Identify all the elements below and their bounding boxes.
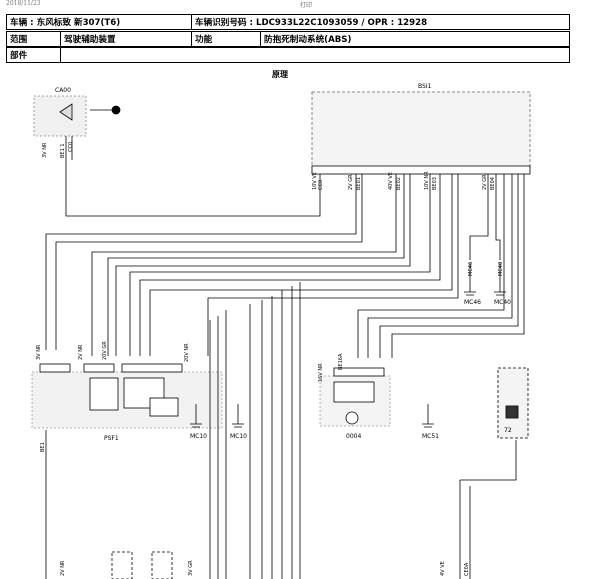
info-table-part: 部件 (6, 47, 570, 63)
label-mc10-b: MC10 (230, 433, 247, 440)
info-row-vehicle: 车辆 : 东风标致 新307(T6) 车辆识别号码 : LDC933L22C10… (6, 14, 570, 30)
wire-b-left: 2V NR (60, 560, 66, 576)
wire-mc46: MC46 (468, 262, 474, 276)
wire-bsi1: BE1 (40, 442, 46, 452)
label-mc46: MC46 (464, 299, 481, 306)
info-table-scope: 范围 驾驶辅助装置 功能 防抱死制动系统(ABS) (6, 31, 570, 47)
wire-ca00-c: CC0 (68, 142, 74, 152)
wire-bsi-g1: 10V VE (312, 172, 318, 190)
label-psf1: PSF1 (104, 435, 119, 442)
vin-cell: 车辆识别号码 : LDC933L22C1093059 / OPR : 12928 (191, 14, 570, 30)
wire-bsi-g5: 2V GR (482, 174, 488, 190)
wire-bsi-g1b: CC0 (318, 180, 324, 190)
wire-abs-sig: BE16A (338, 353, 344, 370)
function-value: 防抱死制动系统(ABS) (260, 31, 570, 47)
wire-psf-mid: 20V GR (102, 341, 108, 360)
wire-b-mid: 3V GR (188, 560, 194, 576)
wire-bsi-g2: 2V GR (348, 174, 354, 190)
label-ca00: CA00 (55, 87, 71, 94)
info-table: 车辆 : 东风标致 新307(T6) 车辆识别号码 : LDC933L22C10… (6, 14, 570, 30)
scope-label: 范围 (6, 31, 61, 47)
wire-abs-conn: 16V NR (318, 363, 324, 382)
wire-bsi-g4b: BE03 (432, 177, 438, 190)
print-date: 2018/11/23 (6, 0, 41, 7)
wire-b-ce: CE0A (464, 562, 470, 576)
wire-psf-left: 3V NR (36, 344, 42, 360)
wire-ca00-b: BE1 1 (60, 143, 66, 158)
label-mc40: MC40 (494, 299, 511, 306)
wire-psf-left2: 2V NR (78, 344, 84, 360)
info-row-part: 部件 (6, 47, 570, 63)
wires (31, 91, 531, 579)
part-value (60, 47, 570, 63)
wire-bsi-g3b: BE02 (396, 177, 402, 190)
info-row-scope: 范围 驾驶辅助装置 功能 防抱死制动系统(ABS) (6, 31, 570, 47)
wire-b-right: 4V VE (440, 561, 446, 576)
print-note: 打印 (300, 2, 313, 9)
label-0004: 0004 (346, 433, 361, 440)
wire-ca00-a: 3V NR (42, 142, 48, 158)
wire-bsi-g3: 40V VE (388, 172, 394, 190)
wire-bsi-g5b: BE04 (490, 177, 496, 190)
label-mc51: MC51 (422, 433, 439, 440)
wire-bsi-g2b: BE01 (356, 177, 362, 190)
wire-psf-mid2: 20V NR (184, 343, 190, 362)
wire-bsi-g4: 10V NR (424, 171, 430, 190)
diagram-title: 原理 (272, 70, 288, 79)
label-bsi1: BSI1 (418, 83, 432, 90)
wire-mc40: MC40 (498, 262, 504, 276)
label-mc10-a: MC10 (190, 433, 207, 440)
label-72: 72 (504, 427, 512, 434)
